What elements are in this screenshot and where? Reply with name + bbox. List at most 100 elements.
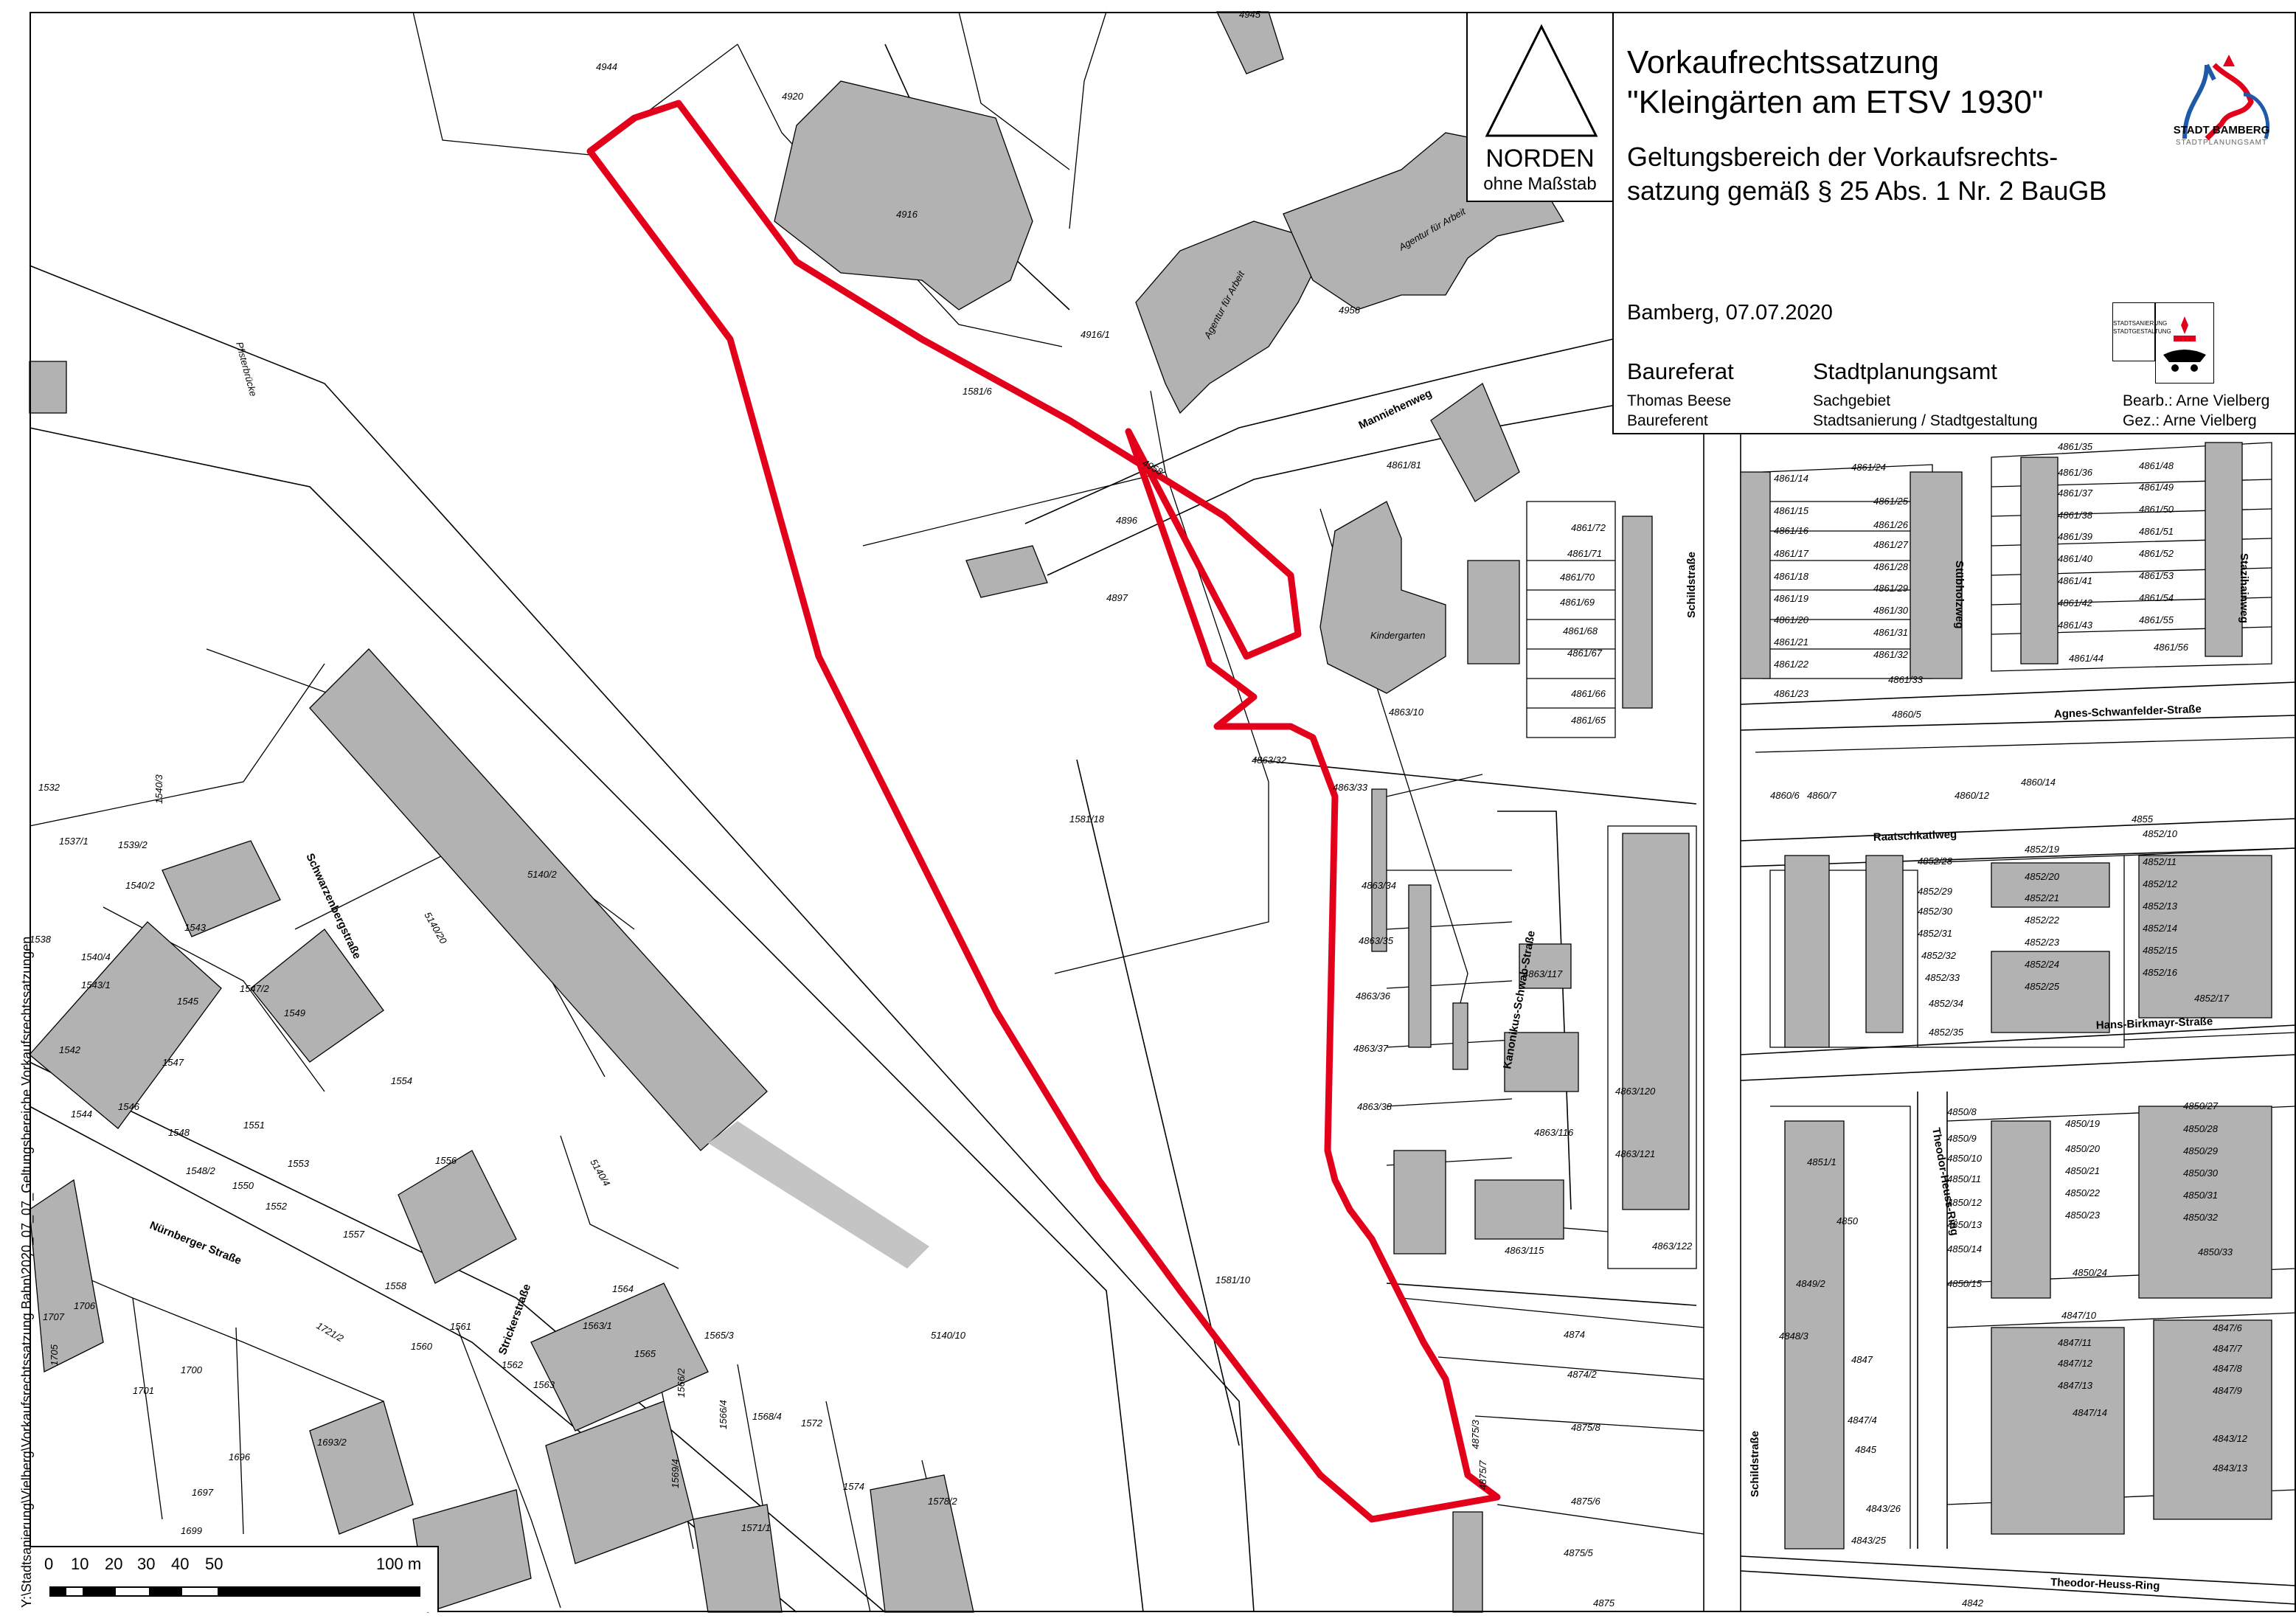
building-row-8 [1740, 471, 1771, 679]
building-large-hall [309, 648, 768, 1151]
parcel-label: 4852/12 [2143, 878, 2178, 889]
parcel-label: 4861/21 [1774, 636, 1808, 648]
building-row-18 [1991, 1120, 2051, 1299]
parcel-label: 4852/10 [2143, 828, 2178, 839]
parcel-label: 1540/2 [125, 880, 156, 891]
parcel-label: 4852/35 [1929, 1027, 1964, 1038]
street-label-agnes: Agnes-Schwanfelder-Straße [2054, 703, 2202, 721]
parcel-labels: 4944 4920 4916 4945 4916/1 4956 1581/6 4… [30, 9, 2248, 1609]
building-4863-116 [1474, 1179, 1564, 1240]
parcel-label: 4861/38 [2058, 510, 2093, 521]
parcel-label: 4956 [1339, 305, 1361, 316]
parcel-label: 4861/54 [2139, 592, 2174, 603]
parcel-label: 1543/1 [81, 979, 111, 990]
building-row-19 [2138, 1106, 2272, 1299]
parcel-label: 4847/9 [2213, 1385, 2242, 1396]
scale-tick: 10 [71, 1555, 89, 1573]
parcel-label: 4861/15 [1774, 505, 1809, 516]
parcel-label: 4847/13 [2058, 1380, 2093, 1391]
building-row-17 [1784, 1120, 1845, 1550]
parcel-label: 4861/48 [2139, 460, 2174, 471]
parcel-label: 4861/67 [1567, 648, 1603, 659]
parcel-label: 1539/2 [118, 839, 148, 850]
building-4916 [774, 80, 1033, 310]
parcel-label: 4850/9 [1947, 1133, 1977, 1144]
parcel-label: 1565/3 [704, 1330, 735, 1341]
parcel-label: 4861/26 [1873, 519, 1909, 530]
parcel-label: 4863/120 [1615, 1086, 1656, 1097]
building-4861-81 [1430, 382, 1520, 502]
parcel-label: 4850/20 [2065, 1143, 2101, 1154]
parcel-label: 4861/27 [1873, 539, 1909, 550]
person-role: Baureferent [1627, 412, 1708, 429]
parcel-label: 4861/52 [2139, 548, 2174, 559]
building-kindergarten [1319, 501, 1446, 694]
parcel-label: 1558 [385, 1280, 407, 1291]
building-small-shed [965, 545, 1048, 598]
building-row-5 [1408, 884, 1432, 1048]
map-title-line2: "Kleingärten am ETSV 1930" [1627, 84, 2044, 120]
parcel-label: 4850/32 [2183, 1212, 2219, 1223]
scale-bar: 0 10 20 30 40 50 100 m [30, 1546, 439, 1612]
parcel-label: 4863/37 [1353, 1043, 1389, 1054]
parcel-label: 4861/31 [1873, 627, 1908, 638]
parcel-label: 1544 [71, 1108, 92, 1120]
parcel-label: 4861/65 [1571, 715, 1606, 726]
building-row-7 [1393, 1150, 1446, 1255]
parcel-label: 5140/2 [527, 869, 558, 880]
parcel-label: 1546 [118, 1101, 140, 1112]
boundary-polygon-main [586, 100, 1501, 1523]
parcel-label: 4863/36 [1356, 990, 1391, 1002]
parcel-label: 4852/23 [2025, 937, 2060, 948]
parcel-label: 4847/7 [2213, 1343, 2243, 1354]
parcel-label: 4875 [1593, 1597, 1615, 1609]
parcel-label: 4847/10 [2061, 1310, 2097, 1321]
building-row-6 [1452, 1002, 1468, 1070]
parcel-label: 4861/68 [1563, 625, 1598, 636]
parcel-label: 4861/29 [1873, 583, 1908, 594]
building-west-1 [29, 921, 222, 1129]
building-row-21 [2153, 1319, 2272, 1520]
parcel-label: 4920 [782, 91, 804, 102]
parcel-label: 4861/41 [2058, 575, 2092, 586]
parcel-label: 4861/51 [2139, 526, 2174, 537]
subject-area-value: Stadtsanierung / Stadtgestaltung [1813, 412, 2038, 429]
parcel-label: 4863/121 [1615, 1148, 1655, 1159]
parcel-label: 1566/4 [718, 1400, 729, 1429]
parcel-label: 1707 [43, 1311, 65, 1322]
parcel-label: 4848/3 [1779, 1330, 1809, 1342]
city-logo-name: STADT BAMBERG [2173, 124, 2270, 136]
parcel-label: 4874/2 [1567, 1369, 1598, 1380]
parcel-label: 1540/3 [153, 774, 164, 804]
parcel-label: 4850/14 [1947, 1243, 1982, 1255]
parcel-label: 4850/30 [2183, 1167, 2219, 1179]
parcel-label: 1572 [801, 1417, 823, 1429]
building-row-22 [1452, 1511, 1483, 1613]
parcel-label: 1569/4 [670, 1459, 681, 1488]
parcel-label: 4896 [1116, 515, 1138, 526]
parcel-label: 4850/22 [2065, 1187, 2101, 1198]
parcel-label: 4852/17 [2194, 993, 2230, 1004]
parcel-label: 5140/10 [931, 1330, 966, 1341]
parcel-label: 1540/4 [81, 951, 111, 962]
parcel-label: 4850/15 [1947, 1278, 1983, 1289]
parcel-label: 1578/2 [928, 1496, 958, 1507]
street-label-stuebholzweg: Stübholzweg [1953, 561, 1966, 629]
city-logo-sub: STADTPLANUNGSAMT [2175, 139, 2268, 147]
scale-tick: 30 [137, 1555, 156, 1573]
parcel-label: 4875/7 [1477, 1460, 1488, 1490]
parcel-label: 4861/25 [1873, 496, 1909, 507]
editor-line: Bearb.: Arne Vielberg [2123, 392, 2270, 409]
parcel-label: 4852/16 [2143, 967, 2178, 978]
parcel-label: 4861/69 [1560, 597, 1595, 608]
parcel-label: 1542 [59, 1044, 81, 1055]
parcel-label: 4861/71 [1567, 548, 1602, 559]
parcel-label: 1537/1 [59, 836, 89, 847]
parcel-label: 4861/55 [2139, 614, 2174, 625]
parcel-label: 4850/33 [2198, 1246, 2233, 1257]
parcel-label: 4852/34 [1929, 998, 1963, 1009]
parcel-label: 4861/37 [2058, 487, 2093, 499]
parcel-label: 4861/18 [1774, 571, 1809, 582]
buildings [29, 11, 2272, 1613]
scale-tick: 40 [171, 1555, 190, 1573]
